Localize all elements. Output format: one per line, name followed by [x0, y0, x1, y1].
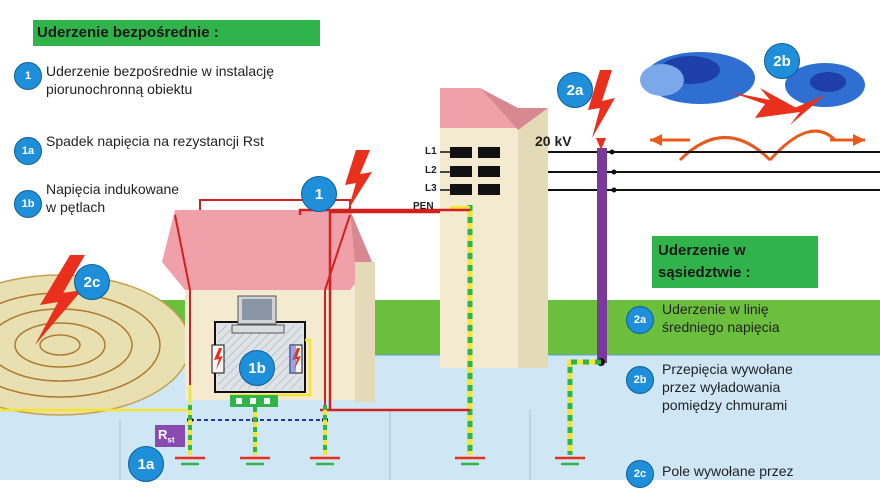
wire-label-pen: PEN [413, 201, 434, 212]
diagram-badge-2a: 2a [557, 72, 593, 108]
ground-symbols [175, 456, 585, 466]
header-nearby-line2: sąsiedztwie : [658, 264, 751, 281]
header-nearby-strike: Uderzenie w sąsiedztwie : [652, 236, 818, 288]
fuse-blocks [450, 147, 500, 195]
legend-item-2a-line2: średniego napięcia [662, 319, 780, 335]
wire-label-l1: L1 [425, 146, 437, 157]
legend-item-2b-line2: przez wyładowania [662, 379, 781, 395]
header-nearby-line1: Uderzenie w [658, 242, 746, 259]
wire-label-l2: L2 [425, 165, 437, 176]
lightning-bolt-2a [588, 70, 615, 138]
legend-badge-2a: 2a [626, 306, 654, 334]
legend-item-2b-line3: pomiędzy chmurami [662, 397, 788, 413]
legend-badge-1b: 1b [14, 190, 42, 218]
apartment-building [440, 88, 548, 368]
computer-icon [231, 295, 285, 334]
rst-label-main: R [158, 427, 168, 442]
legend-item-1a: Spadek napięcia na rezystancji Rst [46, 133, 264, 149]
induction-rings [0, 274, 191, 416]
legend-badge-2b: 2b [626, 366, 654, 394]
rst-label: Rst [158, 427, 175, 445]
diagram-badge-2c: 2c [74, 264, 110, 300]
header-direct-strike: Uderzenie bezpośrednie : [33, 20, 320, 46]
diagram-badge-2b: 2b [764, 43, 800, 79]
lightning-bolt-2c [35, 255, 85, 345]
cloud-right [785, 63, 865, 107]
supply-cable [298, 208, 470, 412]
legend-item-1b-line1: Napięcia indukowane [46, 181, 180, 197]
cloud-left [640, 52, 755, 104]
legend-badge-1: 1 [14, 62, 42, 90]
field-arcs [650, 129, 865, 162]
diagram-badge-1a: 1a [128, 446, 164, 482]
legend-item-2a-line1: Uderzenie w linię [662, 301, 769, 317]
legend-item-1b-line2: w pętlach [46, 199, 106, 215]
earth-rods [188, 405, 327, 455]
rst-label-sub: st [167, 435, 175, 445]
legend-item-2b: Przepięcia wywołane przez wyładowania po… [662, 360, 793, 414]
lightning-bolt-1 [345, 150, 372, 210]
legend-badge-1a: 1a [14, 137, 42, 165]
legend-item-2a: Uderzenie w linię średniego napięcia [662, 300, 780, 336]
air-termination-conductor [174, 199, 351, 405]
legend-item-1b: Napięcia indukowane w pętlach [46, 180, 179, 216]
rst-resistor [155, 425, 185, 447]
power-pole [597, 148, 607, 363]
legend-item-2c: Pole wywołane przez [662, 463, 794, 479]
legend-item-1-line1: Uderzenie bezpośrednie w instalację [46, 63, 275, 79]
pole-ground-wire [567, 359, 601, 455]
voltage-label: 20 kV [535, 133, 572, 149]
legend-item-2b-line1: Przepięcia wywołane [662, 361, 793, 377]
wire-label-l3: L3 [425, 183, 437, 194]
lightning-between-clouds [730, 88, 825, 125]
power-lines [500, 151, 880, 191]
legend-item-1: Uderzenie bezpośrednie w instalację pior… [46, 62, 274, 98]
diagram-badge-1b: 1b [239, 350, 275, 386]
legend-badge-2c: 2c [626, 460, 654, 488]
legend-item-1-line2: piorunochronną obiektu [46, 81, 193, 97]
diagram-badge-1: 1 [301, 176, 337, 212]
